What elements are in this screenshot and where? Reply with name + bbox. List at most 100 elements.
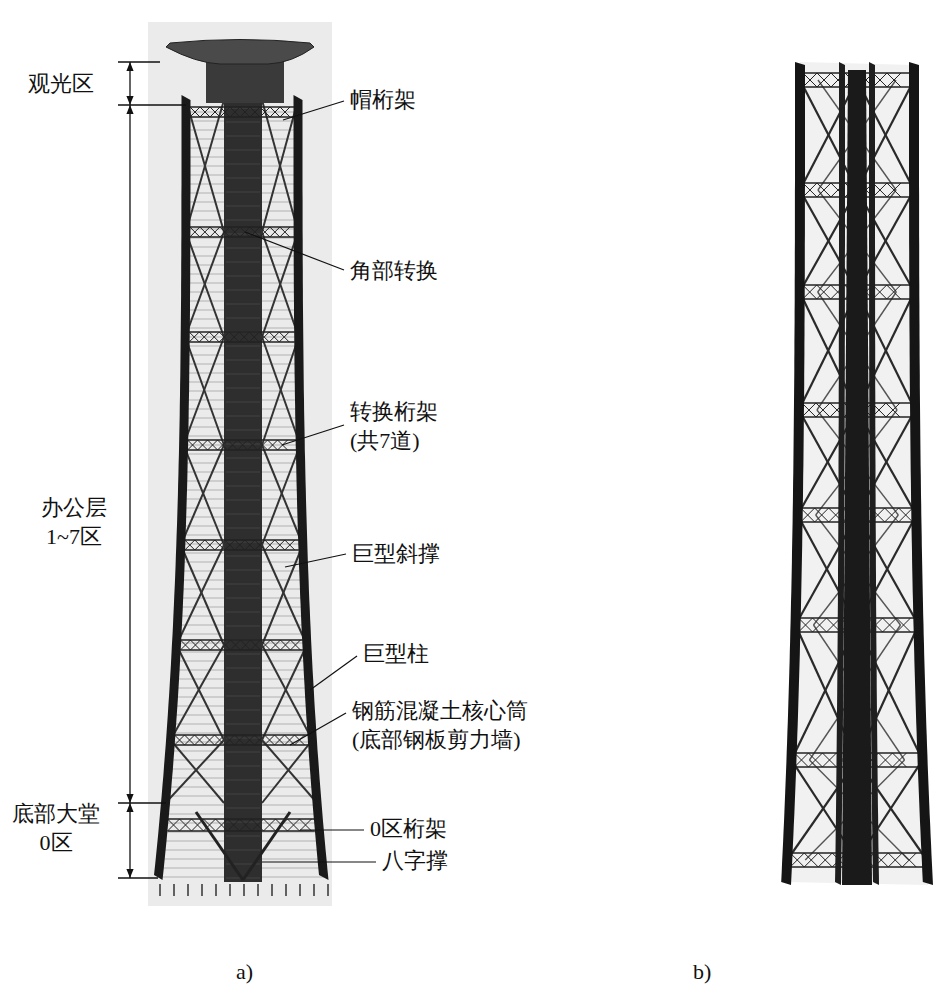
belt-truss (239, 332, 249, 342)
figure-label: b) (693, 958, 711, 987)
belt-truss (190, 236, 294, 238)
core-tube (226, 528, 260, 529)
leader-line (290, 713, 346, 745)
core-tube (226, 150, 260, 151)
belt-truss (220, 107, 230, 117)
belt-truss (264, 819, 276, 831)
belt-truss (240, 107, 250, 117)
belt-truss (265, 735, 275, 745)
belt-truss (190, 227, 200, 237)
leader-line (245, 232, 344, 270)
belt-truss (208, 440, 218, 450)
belt-truss (280, 227, 290, 237)
dimension-line (129, 803, 130, 878)
foundation-pile (159, 884, 161, 896)
belt-truss (228, 440, 238, 450)
core-tube (226, 710, 260, 711)
belt-truss (290, 640, 300, 650)
belt-truss (250, 640, 260, 650)
core-tube (226, 794, 260, 795)
floor-line (161, 850, 321, 851)
belt-truss (210, 227, 220, 237)
belt-truss (887, 183, 901, 197)
leader-line (310, 656, 357, 690)
belt-truss (817, 183, 831, 197)
belt-truss (185, 549, 299, 551)
belt-truss (240, 227, 250, 237)
belt-truss (815, 508, 829, 522)
belt-truss (240, 819, 252, 831)
belt-truss (822, 753, 836, 767)
belt-truss (268, 440, 278, 450)
floor-line (183, 472, 301, 473)
belt-truss (808, 753, 822, 767)
core-tube (226, 220, 260, 221)
core-tube (226, 570, 260, 571)
belt-truss (188, 440, 198, 450)
callout-label: 转换桁架 (共7道) (350, 398, 438, 455)
core-tube (226, 178, 260, 179)
belt-truss (180, 640, 190, 650)
belt-truss (899, 508, 913, 522)
belt-truss (873, 73, 887, 87)
belt-truss (190, 107, 200, 117)
floor-line (172, 724, 312, 725)
belt-truss (270, 107, 280, 117)
mega-brace (185, 232, 224, 337)
belt-truss (208, 440, 218, 450)
foundation-pile (229, 884, 231, 896)
belt-truss (260, 640, 270, 650)
belt-truss (245, 540, 255, 550)
callout-label: 八字撑 (382, 847, 448, 876)
core-tube (226, 206, 260, 207)
belt-truss (188, 440, 198, 450)
belt-truss (228, 819, 240, 831)
core-tube (842, 70, 872, 885)
belt-truss (252, 819, 264, 831)
core-tube (226, 514, 260, 515)
belt-truss (205, 735, 215, 745)
belt-truss (185, 540, 195, 550)
belt-truss (168, 819, 180, 831)
belt-truss (250, 107, 260, 117)
belt-truss (200, 227, 210, 237)
foundation-pile (173, 884, 175, 896)
belt-truss (200, 227, 210, 237)
tower-b (781, 62, 933, 885)
belt-truss (817, 73, 831, 87)
belt-truss (230, 640, 240, 650)
belt-truss (210, 640, 220, 650)
belt-truss (818, 853, 832, 867)
belt-truss (255, 540, 265, 550)
core-tube (226, 654, 260, 655)
belt-truss (260, 107, 270, 117)
core-tube (226, 724, 260, 725)
belt-truss (280, 107, 290, 117)
belt-truss (816, 403, 830, 417)
belt-truss (804, 853, 818, 867)
belt-truss (259, 332, 269, 342)
zone-label: 观光区 (28, 70, 94, 99)
core-tube (226, 318, 260, 319)
floor-line (185, 346, 299, 347)
belt-truss (290, 640, 300, 650)
core-tube (226, 486, 260, 487)
belt-truss (270, 640, 280, 650)
belt-truss (248, 440, 258, 450)
belt-truss (220, 640, 230, 650)
belt-truss (887, 183, 901, 197)
belt-truss (198, 440, 208, 450)
belt-truss (300, 819, 312, 831)
belt-truss (180, 819, 192, 831)
core-tube (226, 752, 260, 753)
callout-label: 角部转换 (350, 257, 438, 286)
core-tube (226, 626, 260, 627)
belt-truss (220, 227, 230, 237)
v-brace (243, 812, 290, 880)
belt-truss (813, 618, 827, 632)
foundation-pile (201, 884, 203, 896)
belt-truss (245, 735, 255, 745)
belt-truss (265, 540, 275, 550)
belt-truss (803, 73, 817, 87)
